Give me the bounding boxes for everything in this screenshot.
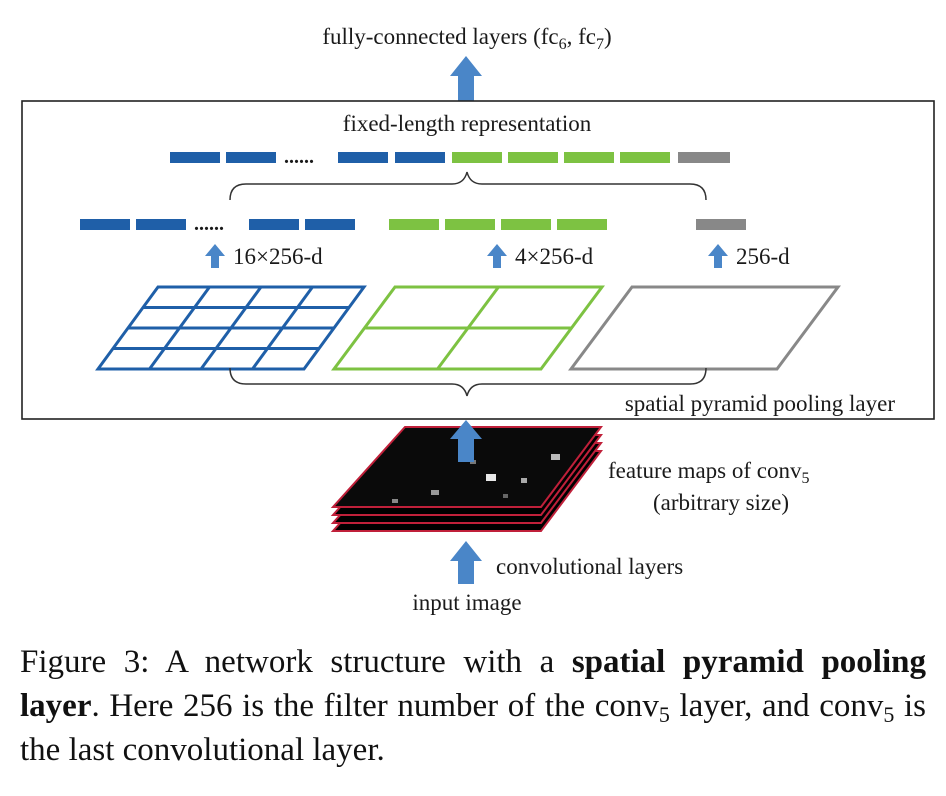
up-arrow-icon-1 [708, 244, 728, 268]
figure-caption: Figure 3: A network structure with a spa… [20, 644, 926, 768]
label-16x256d: 16×256-d [233, 244, 323, 269]
label-4x256d: 4×256-d [515, 244, 594, 269]
vector-segment [501, 219, 551, 230]
activation [551, 454, 560, 460]
vector-segment [170, 152, 220, 163]
activation [486, 474, 496, 481]
activation [521, 478, 527, 483]
vector-segment [338, 152, 388, 163]
vector-segment [445, 219, 495, 230]
top-brace [229, 171, 707, 201]
vector-segment [452, 152, 502, 163]
conv-layers-label: convolutional layers [496, 554, 683, 579]
level-1-vector [696, 219, 746, 230]
activation [431, 490, 439, 495]
vector-segment [620, 152, 670, 163]
vector-segment [389, 219, 439, 230]
feature-maps-stack [330, 426, 603, 532]
up-arrow-icon-middle [450, 420, 482, 462]
vector-segment [564, 152, 614, 163]
spp-layer-box [21, 100, 935, 420]
up-arrow-icon-top [450, 56, 482, 101]
vector-segment [557, 219, 607, 230]
grid-4x4 [95, 285, 367, 371]
label-256d: 256-d [736, 244, 790, 269]
feature-maps-label: feature maps of conv5 [608, 458, 810, 487]
vector-segment [136, 219, 186, 230]
grid-1x1 [568, 285, 841, 371]
feature-map [330, 426, 603, 508]
grid-2x2 [331, 285, 605, 371]
up-arrow-icon-bottom [450, 541, 482, 584]
fc-layers-label: fully-connected layers (fc6, fc7) [322, 24, 611, 53]
vector-segment [508, 152, 558, 163]
vector-segment [678, 152, 730, 163]
vector-segment [395, 152, 445, 163]
vector-segment [80, 219, 130, 230]
level-4-vector [389, 219, 607, 230]
vector-segment [249, 219, 299, 230]
activation [503, 494, 508, 498]
feature-maps-size-label: (arbitrary size) [653, 490, 789, 515]
caption-bold: spatial pyramid pooling layer [20, 644, 926, 724]
fixed-length-vector: ...... [170, 146, 730, 168]
up-arrow-icon-16 [205, 244, 225, 268]
input-image-label: input image [412, 590, 521, 615]
activation [392, 499, 398, 503]
ellipsis: ...... [194, 213, 224, 235]
level-16-vector: ...... [80, 213, 355, 235]
fixed-length-label: fixed-length representation [343, 111, 592, 136]
spp-layer-label: spatial pyramid pooling layer [625, 391, 896, 416]
ellipsis: ...... [284, 146, 314, 168]
vector-segment [226, 152, 276, 163]
bottom-brace [229, 367, 707, 397]
vector-segment [305, 219, 355, 230]
up-arrow-icon-4 [487, 244, 507, 268]
